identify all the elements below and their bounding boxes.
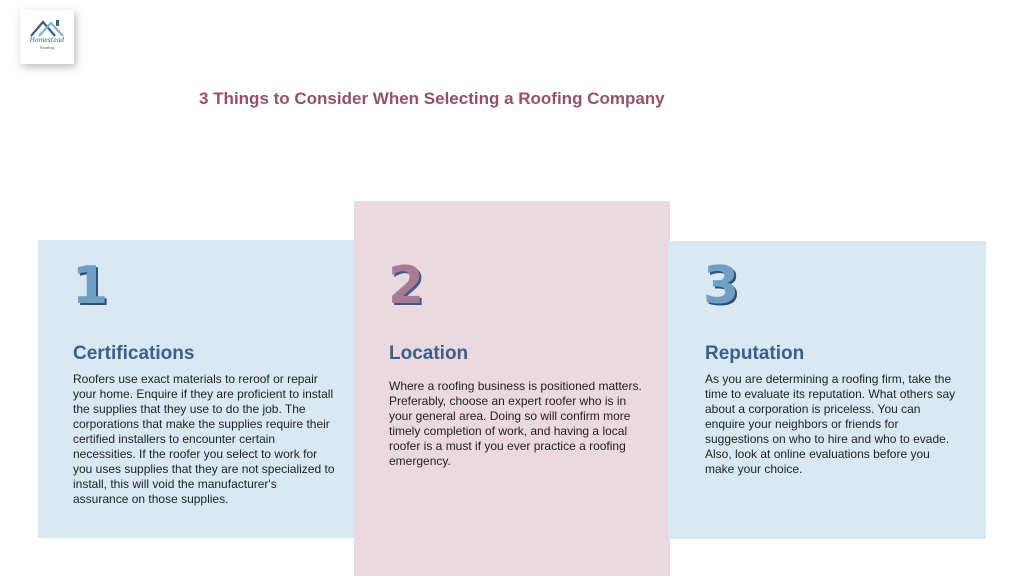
page-title: 3 Things to Consider When Selecting a Ro… <box>199 89 665 108</box>
card-body-3: As you are determining a roofing firm, t… <box>705 372 956 476</box>
card-reputation <box>668 241 986 539</box>
card-number-2: 2 <box>388 256 425 316</box>
house-roof-icon <box>30 20 64 37</box>
company-logo: Homestead Roofing <box>20 10 74 64</box>
card-body-1: Roofers use exact materials to reroof or… <box>73 372 335 506</box>
card-number-3: 3 <box>703 256 740 316</box>
card-heading-1: Certifications <box>73 343 195 364</box>
card-certifications <box>38 240 356 538</box>
card-heading-2: Location <box>389 343 469 364</box>
card-body-2: Where a roofing business is positioned m… <box>389 379 642 468</box>
logo-subtitle: Roofing <box>40 45 54 50</box>
card-location <box>354 201 670 576</box>
card-number-1: 1 <box>72 256 109 316</box>
card-heading-3: Reputation <box>705 343 805 364</box>
logo-name: Homestead <box>29 37 65 44</box>
